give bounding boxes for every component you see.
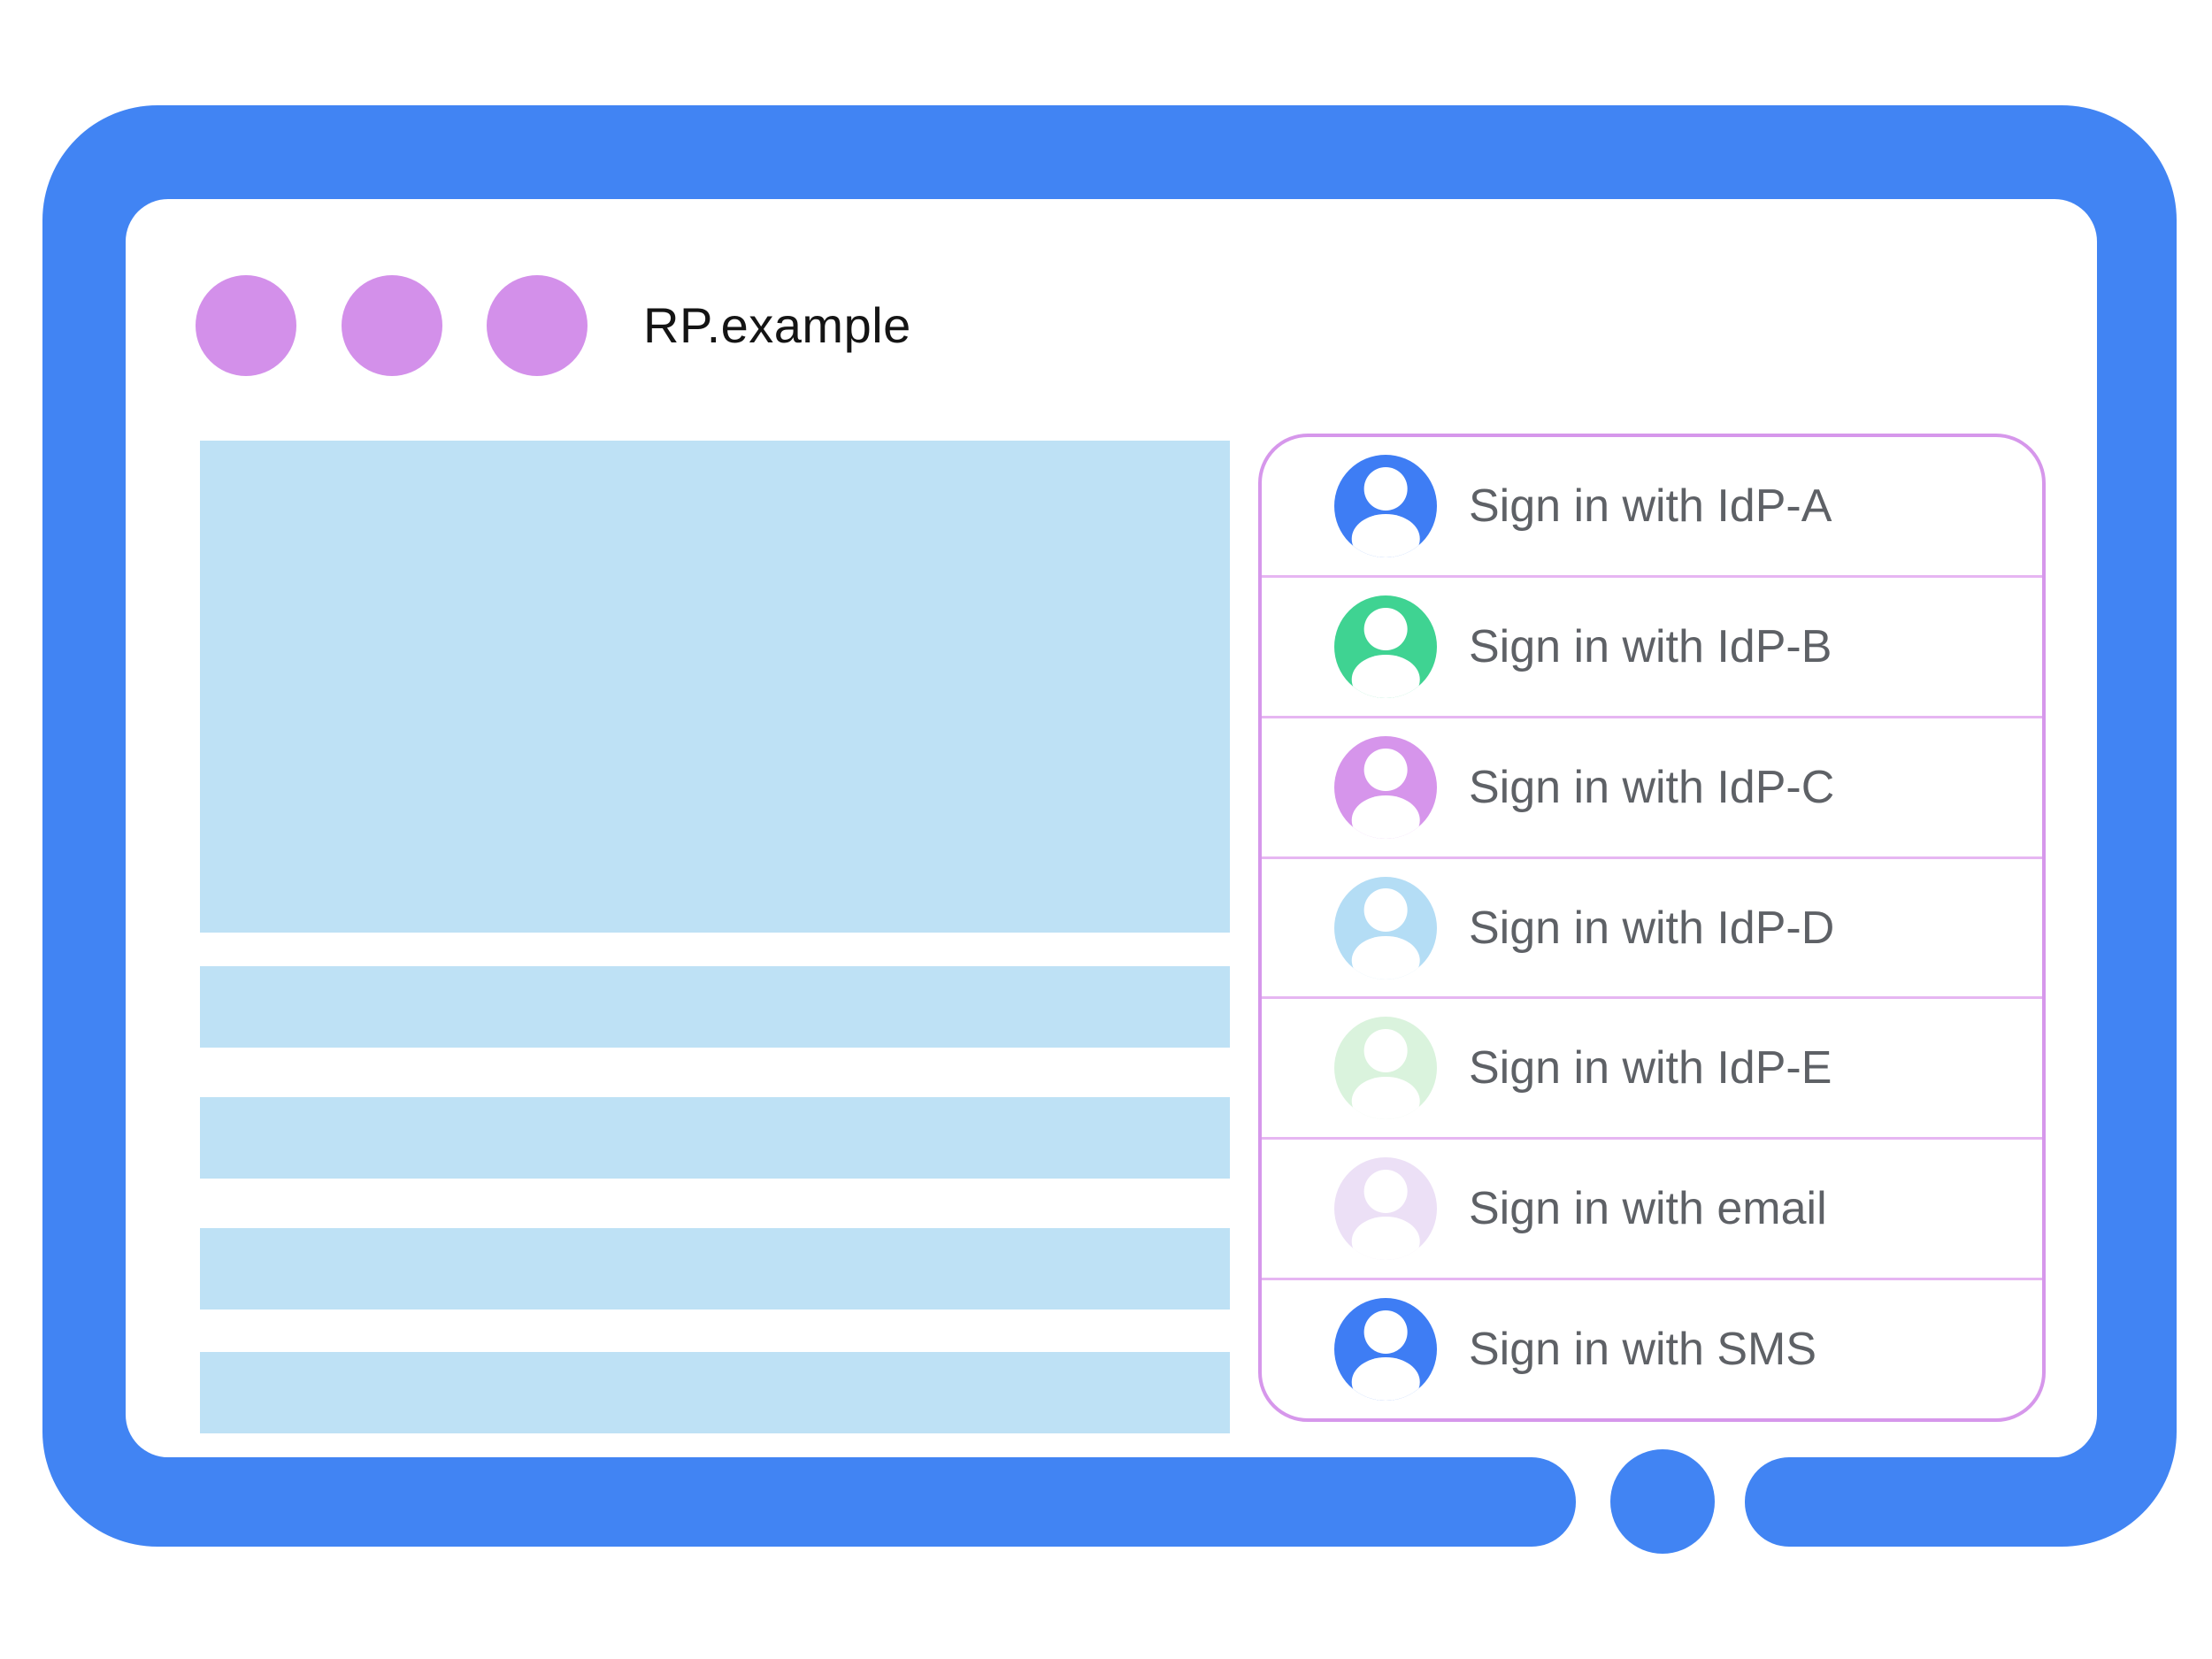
person-avatar-icon	[1334, 454, 1437, 557]
content-placeholder-line	[200, 1228, 1230, 1310]
home-button[interactable]	[1610, 1449, 1715, 1554]
person-avatar-icon	[1334, 1157, 1437, 1261]
content-placeholder-line	[200, 1352, 1230, 1433]
person-avatar-icon	[1334, 1017, 1437, 1120]
person-avatar-icon	[1334, 735, 1437, 839]
person-avatar-icon	[1334, 876, 1437, 979]
signin-option-idp-e[interactable]: Sign in with IdP-E	[1262, 999, 2042, 1141]
signin-option-label: Sign in with IdP-A	[1469, 480, 1832, 532]
person-avatar-icon	[1334, 595, 1437, 698]
page-title: RP.example	[643, 297, 911, 353]
window-control-dot[interactable]	[487, 275, 588, 376]
signin-option-idp-b[interactable]: Sign in with IdP-B	[1262, 578, 2042, 718]
signin-option-label: Sign in with IdP-D	[1469, 902, 1835, 954]
content-placeholder-hero	[200, 441, 1230, 933]
bottom-bar-right-segment	[1745, 1457, 1858, 1547]
content-placeholder-line	[200, 966, 1230, 1048]
content-placeholder-line	[200, 1097, 1230, 1179]
signin-option-label: Sign in with IdP-B	[1469, 620, 1832, 672]
signin-dialog: Sign in with IdP-A Sign in with IdP-B Si…	[1258, 434, 2046, 1422]
person-avatar-icon	[1334, 1298, 1437, 1402]
signin-option-label: Sign in with IdP-C	[1469, 761, 1835, 813]
signin-option-label: Sign in with email	[1469, 1183, 1827, 1235]
window-control-dot[interactable]	[196, 275, 296, 376]
window-control-dot[interactable]	[342, 275, 442, 376]
signin-option-label: Sign in with SMS	[1469, 1324, 1817, 1376]
signin-option-idp-c[interactable]: Sign in with IdP-C	[1262, 718, 2042, 859]
signin-option-label: Sign in with IdP-E	[1469, 1042, 1832, 1094]
signin-option-idp-a[interactable]: Sign in with IdP-A	[1262, 437, 2042, 578]
signin-option-idp-d[interactable]: Sign in with IdP-D	[1262, 859, 2042, 1000]
bottom-bar-left-segment	[1460, 1457, 1576, 1547]
signin-option-email[interactable]: Sign in with email	[1262, 1140, 2042, 1281]
signin-option-sms[interactable]: Sign in with SMS	[1262, 1280, 2042, 1418]
